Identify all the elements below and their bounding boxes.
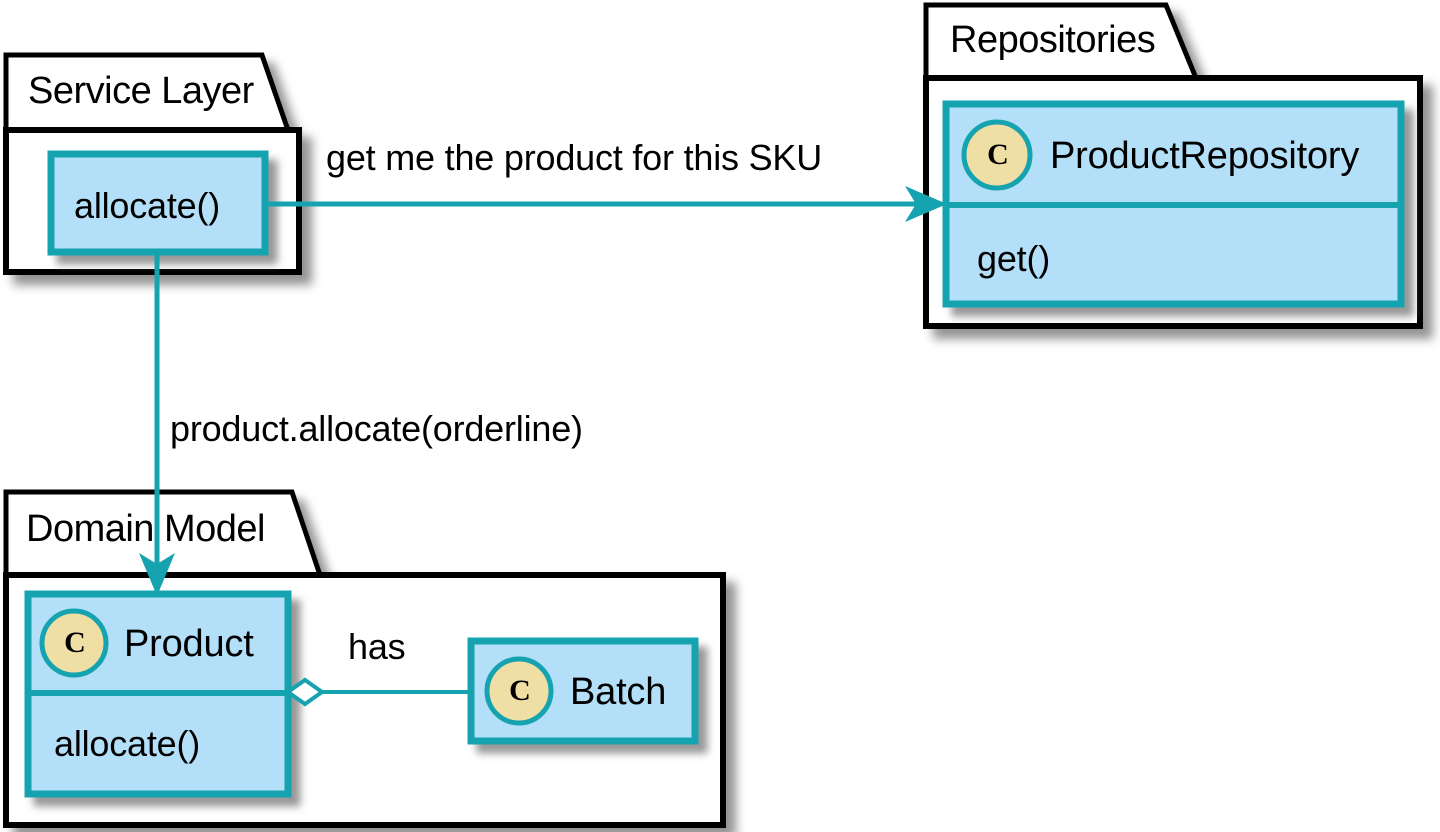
class-box-allocate-op-label: allocate() <box>74 185 221 226</box>
edge-product-has-batch[interactable] <box>284 677 471 707</box>
class-stereotype-icon-product-repository: C <box>987 138 1009 171</box>
package-domain-model-title: Domain Model <box>26 508 266 550</box>
class-stereotype-icon-batch: C <box>509 674 531 707</box>
edge-allocate-to-product[interactable] <box>139 252 175 596</box>
edge-allocate-to-product-arrowhead <box>139 553 175 596</box>
class-box-product-repository-method: get() <box>977 238 1051 279</box>
aggregation-diamond-icon <box>284 677 326 707</box>
edge-allocate-to-repository[interactable] <box>265 186 947 222</box>
edge-allocate-to-repository-arrowhead <box>905 186 947 222</box>
package-repositories-title: Repositories <box>950 19 1156 61</box>
class-icon-circle-batch <box>484 656 554 726</box>
class-stereotype-icon-product: C <box>64 626 86 659</box>
class-icon-circle-product <box>39 608 109 678</box>
edge-label-has: has <box>348 626 406 667</box>
class-icon-circle-product-repository <box>961 119 1033 191</box>
class-box-product-method: allocate() <box>54 723 201 764</box>
class-box-batch-name: Batch <box>570 671 667 713</box>
class-box-product-name: Product <box>124 623 254 665</box>
edge-label-product-allocate: product.allocate(orderline) <box>170 408 583 449</box>
class-box-product-repository-name: ProductRepository <box>1050 135 1360 177</box>
edge-label-get-product: get me the product for this SKU <box>326 137 823 178</box>
package-service-layer-title: Service Layer <box>28 70 254 112</box>
